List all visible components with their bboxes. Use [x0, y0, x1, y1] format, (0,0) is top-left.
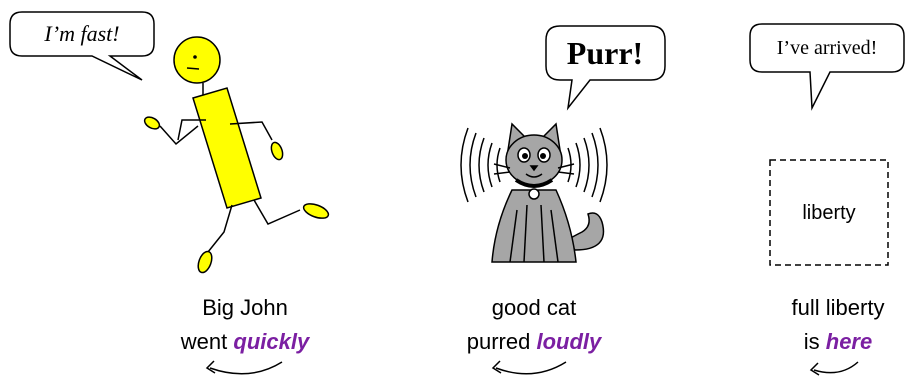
- caption-liberty-line1: full liberty: [792, 295, 885, 320]
- caption-cat-verb: purred: [467, 329, 537, 354]
- speech-bubble-cat: Purr!: [545, 25, 666, 111]
- caption-liberty-verb: is: [804, 329, 826, 354]
- curved-arrow-icon: [205, 360, 283, 375]
- speech-bubble-liberty: I’ve arrived!: [749, 23, 905, 111]
- sound-waves-icon: [460, 127, 608, 203]
- caption-cat-line2: purred loudly: [467, 329, 603, 354]
- caption-john-line2: went quickly: [180, 329, 311, 354]
- caption-liberty-line2: is here: [804, 329, 872, 354]
- caption-cat-line1: good cat: [492, 295, 576, 320]
- adverb-quickly: quickly: [233, 329, 311, 354]
- bubble-text-john: I’m fast!: [43, 21, 119, 46]
- bubble-text-cat: Purr!: [567, 35, 643, 71]
- running-stick-figure-icon: [143, 36, 330, 274]
- adverb-loudly: loudly: [536, 329, 603, 354]
- caption-liberty: full liberty is here: [792, 295, 885, 354]
- caption-cat: good cat purred loudly: [467, 295, 603, 354]
- caption-john: Big John went quickly: [180, 295, 311, 354]
- caption-john-line1: Big John: [202, 295, 288, 320]
- curved-arrow-icon: [491, 360, 567, 375]
- dashed-box-icon: liberty: [769, 159, 889, 266]
- speech-bubble-john: I’m fast!: [9, 11, 155, 81]
- adverb-here: here: [826, 329, 872, 354]
- curved-arrow-icon: [809, 361, 859, 376]
- caption-john-verb: went: [180, 329, 234, 354]
- cat-icon: [491, 122, 605, 263]
- box-label: liberty: [802, 202, 855, 224]
- bubble-text-liberty: I’ve arrived!: [777, 37, 878, 59]
